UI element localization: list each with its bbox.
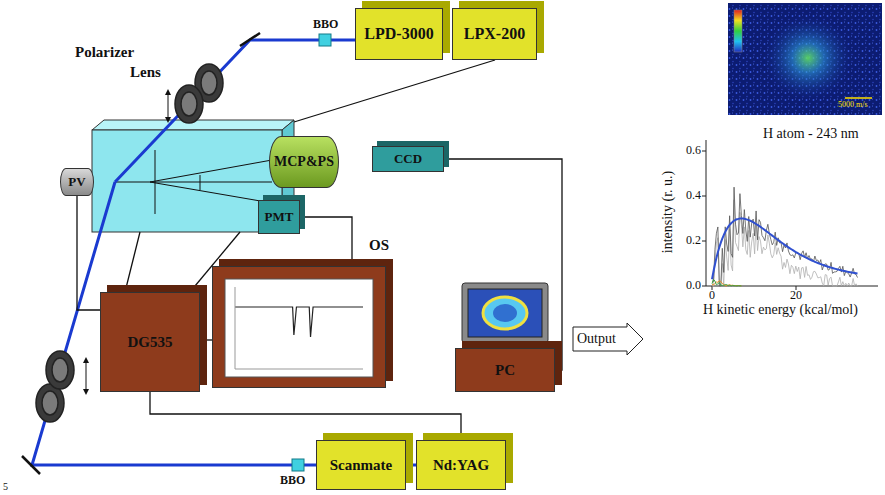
ellipse-shape xyxy=(46,351,74,389)
ellipse-shape xyxy=(181,92,197,116)
pulsed-valve: PV xyxy=(60,168,94,196)
tick-label: 0.6 xyxy=(686,144,701,157)
laser-box: LPD-3000 xyxy=(355,8,443,60)
line-shape xyxy=(235,287,236,369)
mirrors xyxy=(22,33,260,474)
polyline-shape xyxy=(115,40,355,182)
tick-label: 0 xyxy=(709,289,715,302)
ellipse-shape xyxy=(52,358,68,382)
laser-box: Nd:YAG xyxy=(416,440,506,490)
crystal-label: BBO xyxy=(280,474,305,487)
line-shape xyxy=(22,456,40,474)
line-shape xyxy=(168,92,169,120)
line-shape xyxy=(702,151,706,152)
ellipse-shape xyxy=(175,85,203,123)
laser-beams xyxy=(32,40,355,465)
signal-cable xyxy=(444,159,562,370)
rect-shape xyxy=(292,459,304,471)
part-label: Polarizer xyxy=(75,44,134,61)
signal-cable xyxy=(150,392,461,440)
detector-cylinder: MCP&PS xyxy=(269,136,339,188)
node-label: PC xyxy=(495,362,515,379)
pc-monitor xyxy=(462,283,548,348)
line-shape xyxy=(125,232,140,292)
laser-box: Scanmate xyxy=(316,440,406,490)
tick-label: 20 xyxy=(790,289,802,302)
node-label: PMT xyxy=(265,210,294,224)
oscilloscope-screen xyxy=(213,267,387,389)
bbo-crystals xyxy=(292,34,331,471)
axis-title: intensity (r. u.) xyxy=(660,171,675,253)
line-shape xyxy=(150,160,272,182)
line-shape xyxy=(200,175,201,190)
polarizer-lens-discs xyxy=(36,64,223,422)
polyline-shape xyxy=(77,196,100,310)
line-shape xyxy=(235,369,363,370)
crystal-label: BBO xyxy=(313,18,338,31)
node-label: PV xyxy=(68,175,85,189)
line-shape xyxy=(706,140,707,286)
signal-cable xyxy=(200,339,212,340)
velocity-image xyxy=(728,3,882,115)
rect-shape xyxy=(92,130,282,232)
ellipse-shape xyxy=(42,391,58,415)
node-label: LPD-3000 xyxy=(364,25,433,43)
tick-label: 0.2 xyxy=(686,234,701,247)
rect-shape xyxy=(728,3,882,115)
axis-title: H kinetic energy (kcal/mol) xyxy=(703,302,858,317)
line-shape xyxy=(115,182,272,183)
path-shape xyxy=(235,307,363,337)
photomultiplier-box: PMT xyxy=(258,200,300,234)
line-shape xyxy=(702,286,706,287)
line-shape xyxy=(702,241,706,242)
rect-shape xyxy=(462,283,548,343)
ellipse-shape xyxy=(201,71,217,95)
node-label: Nd:YAG xyxy=(433,457,489,474)
signal-cable xyxy=(300,217,352,266)
node-label: DG535 xyxy=(128,334,173,351)
ellipse-shape xyxy=(493,304,517,322)
scale-label: 5000 m/s xyxy=(838,101,868,110)
laser-beam xyxy=(406,464,416,467)
path-shape xyxy=(712,219,858,280)
part-label: Lens xyxy=(130,64,161,81)
kinetic-energy-chart xyxy=(702,140,878,290)
chart-title: H atom - 243 nm xyxy=(763,126,859,141)
camera-box: CCD xyxy=(372,146,444,172)
path-shape xyxy=(712,187,858,286)
computer-box: PC xyxy=(455,348,555,392)
page-number: 5 xyxy=(3,481,8,492)
rect-shape xyxy=(468,289,542,337)
node-label: LPX-200 xyxy=(464,25,525,43)
laser-box: LPX-200 xyxy=(452,8,537,60)
line-shape xyxy=(845,97,872,99)
node-label: CCD xyxy=(394,152,422,166)
line-shape xyxy=(155,150,156,214)
rect-shape xyxy=(225,279,373,377)
tick-label: 0.0 xyxy=(686,279,701,292)
ellipse-shape xyxy=(762,14,854,102)
line-shape xyxy=(86,360,87,392)
node-label: Output xyxy=(577,331,616,346)
oscilloscope-box: OS xyxy=(212,266,386,388)
node-label: MCP&PS xyxy=(274,154,334,169)
node-label: Scanmate xyxy=(330,457,393,474)
line-shape xyxy=(150,182,272,203)
tick-label: 0.4 xyxy=(686,189,701,202)
output-arrow: Output xyxy=(572,322,644,356)
ellipse-shape xyxy=(483,297,527,329)
line-shape xyxy=(294,60,495,122)
line-shape xyxy=(702,196,706,197)
node-label: OS xyxy=(369,237,389,254)
path-shape xyxy=(712,279,741,286)
line-shape xyxy=(240,33,260,46)
rect-shape xyxy=(319,34,331,46)
polygon-shape xyxy=(573,323,643,355)
rect-shape xyxy=(734,10,742,52)
delay-generator-box: DG535 xyxy=(100,292,200,392)
